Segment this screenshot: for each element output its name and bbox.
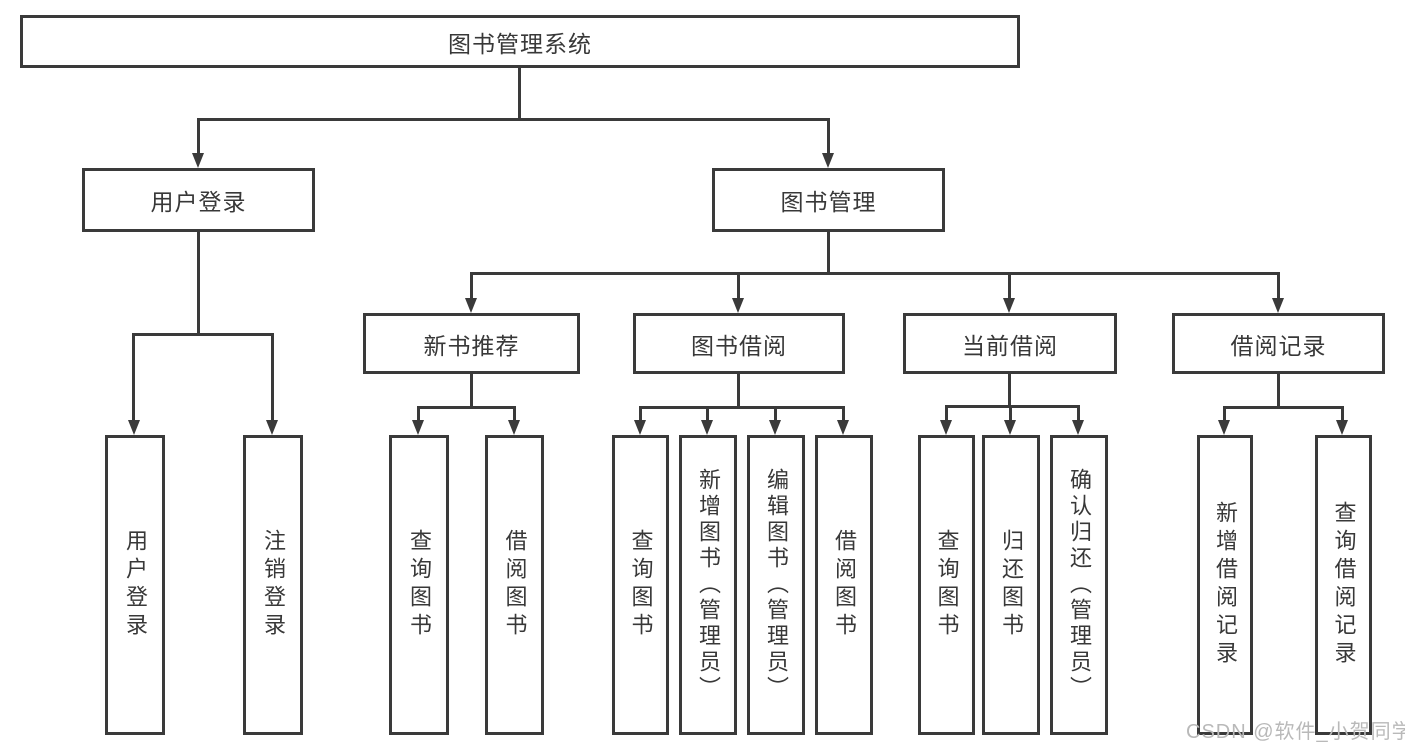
arrowhead-down-icon: [1072, 420, 1084, 435]
connector-line: [1277, 374, 1280, 408]
leaf-label: 新增借阅记录: [1213, 501, 1238, 669]
connector-line: [1077, 405, 1080, 422]
connector-line: [470, 272, 473, 300]
connector-line: [132, 333, 274, 336]
node-book-borrow: 图书借阅: [633, 313, 845, 374]
arrowhead-down-icon: [1218, 420, 1230, 435]
connector-line: [737, 272, 740, 300]
arrowhead-down-icon: [732, 298, 744, 313]
connector-line: [470, 272, 1280, 275]
arrowhead-down-icon: [1003, 298, 1015, 313]
node-label: 用户登录: [150, 189, 247, 215]
connector-line: [1009, 405, 1012, 422]
leaf-label: 注销登录: [261, 529, 286, 641]
node-current-borrow: 当前借阅: [903, 313, 1117, 374]
arrowhead-down-icon: [192, 153, 204, 168]
connector-line: [842, 406, 845, 422]
connector-line: [737, 374, 740, 408]
leaf-return-books: 归还图书: [982, 435, 1040, 735]
connector-line: [197, 118, 200, 156]
leaf-label: 编辑图书（管理员）: [764, 468, 789, 702]
leaf-label: 借阅图书: [832, 529, 857, 641]
arrowhead-down-icon: [769, 420, 781, 435]
leaf-query-books-current: 查询图书: [918, 435, 975, 735]
connector-line: [945, 405, 948, 422]
node-label: 借阅记录: [1230, 332, 1327, 359]
leaf-add-borrow-record: 新增借阅记录: [1197, 435, 1253, 735]
node-borrow-records: 借阅记录: [1172, 313, 1385, 374]
connector-line: [1341, 406, 1344, 422]
leaf-query-books-borrow: 查询图书: [612, 435, 669, 735]
connector-line: [132, 333, 135, 421]
connector-line: [706, 406, 709, 422]
arrowhead-down-icon: [634, 420, 646, 435]
connector-line: [513, 406, 516, 422]
leaf-user-login: 用户登录: [105, 435, 165, 735]
node-label: 图书管理系统: [448, 30, 592, 57]
node-user-login: 用户登录: [82, 168, 315, 232]
leaf-label: 归还图书: [999, 529, 1024, 641]
node-label: 当前借阅: [962, 332, 1058, 359]
connector-line: [1223, 406, 1344, 409]
connector-line: [417, 406, 420, 422]
leaf-label: 借阅图书: [502, 529, 528, 641]
arrowhead-down-icon: [1272, 298, 1284, 313]
node-label: 图书管理: [780, 189, 877, 215]
connector-line: [639, 406, 845, 409]
arrowhead-down-icon: [465, 298, 477, 313]
leaf-query-borrow-record: 查询借阅记录: [1315, 435, 1372, 735]
connector-line: [197, 118, 830, 121]
connector-line: [639, 406, 642, 422]
watermark: CSDN @软件_小贺同学: [1186, 721, 1405, 743]
connector-line: [197, 232, 200, 335]
node-book-management: 图书管理: [712, 168, 945, 232]
connector-line: [1277, 272, 1280, 300]
connector-line: [1008, 272, 1011, 300]
connector-line: [271, 333, 274, 421]
leaf-borrow-books: 借阅图书: [815, 435, 873, 735]
leaf-label: 新增图书（管理员）: [696, 468, 721, 702]
arrowhead-down-icon: [822, 153, 834, 168]
arrowhead-down-icon: [1004, 420, 1016, 435]
connector-line: [827, 118, 830, 156]
connector-line: [1008, 374, 1011, 407]
leaf-confirm-return-admin: 确认归还（管理员）: [1050, 435, 1108, 735]
leaf-logout: 注销登录: [243, 435, 303, 735]
node-new-book-recommend: 新书推荐: [363, 313, 580, 374]
connector-line: [470, 374, 473, 408]
connector-line: [827, 232, 830, 274]
node-label: 新书推荐: [423, 332, 520, 359]
leaf-query-books-recommend: 查询图书: [389, 435, 449, 735]
leaf-add-books-admin: 新增图书（管理员）: [679, 435, 737, 735]
leaf-edit-books-admin: 编辑图书（管理员）: [747, 435, 805, 735]
arrowhead-down-icon: [701, 420, 713, 435]
connector-line: [774, 406, 777, 422]
connector-line: [417, 406, 516, 409]
arrowhead-down-icon: [266, 420, 278, 435]
connector-line: [518, 68, 521, 120]
arrowhead-down-icon: [837, 420, 849, 435]
leaf-label: 确认归还（管理员）: [1067, 468, 1092, 702]
arrowhead-down-icon: [1336, 420, 1348, 435]
leaf-label: 查询图书: [934, 529, 960, 641]
node-label: 图书借阅: [691, 332, 787, 359]
connector-line: [945, 405, 1080, 408]
node-library-management-system: 图书管理系统: [20, 15, 1020, 68]
arrowhead-down-icon: [128, 420, 140, 435]
leaf-borrow-books-recommend: 借阅图书: [485, 435, 544, 735]
leaf-label: 用户登录: [123, 529, 148, 641]
leaf-label: 查询图书: [628, 529, 654, 641]
connector-line: [1223, 406, 1226, 422]
arrowhead-down-icon: [412, 420, 424, 435]
arrowhead-down-icon: [508, 420, 520, 435]
leaf-label: 查询借阅记录: [1331, 501, 1357, 669]
arrowhead-down-icon: [940, 420, 952, 435]
leaf-label: 查询图书: [407, 529, 432, 641]
